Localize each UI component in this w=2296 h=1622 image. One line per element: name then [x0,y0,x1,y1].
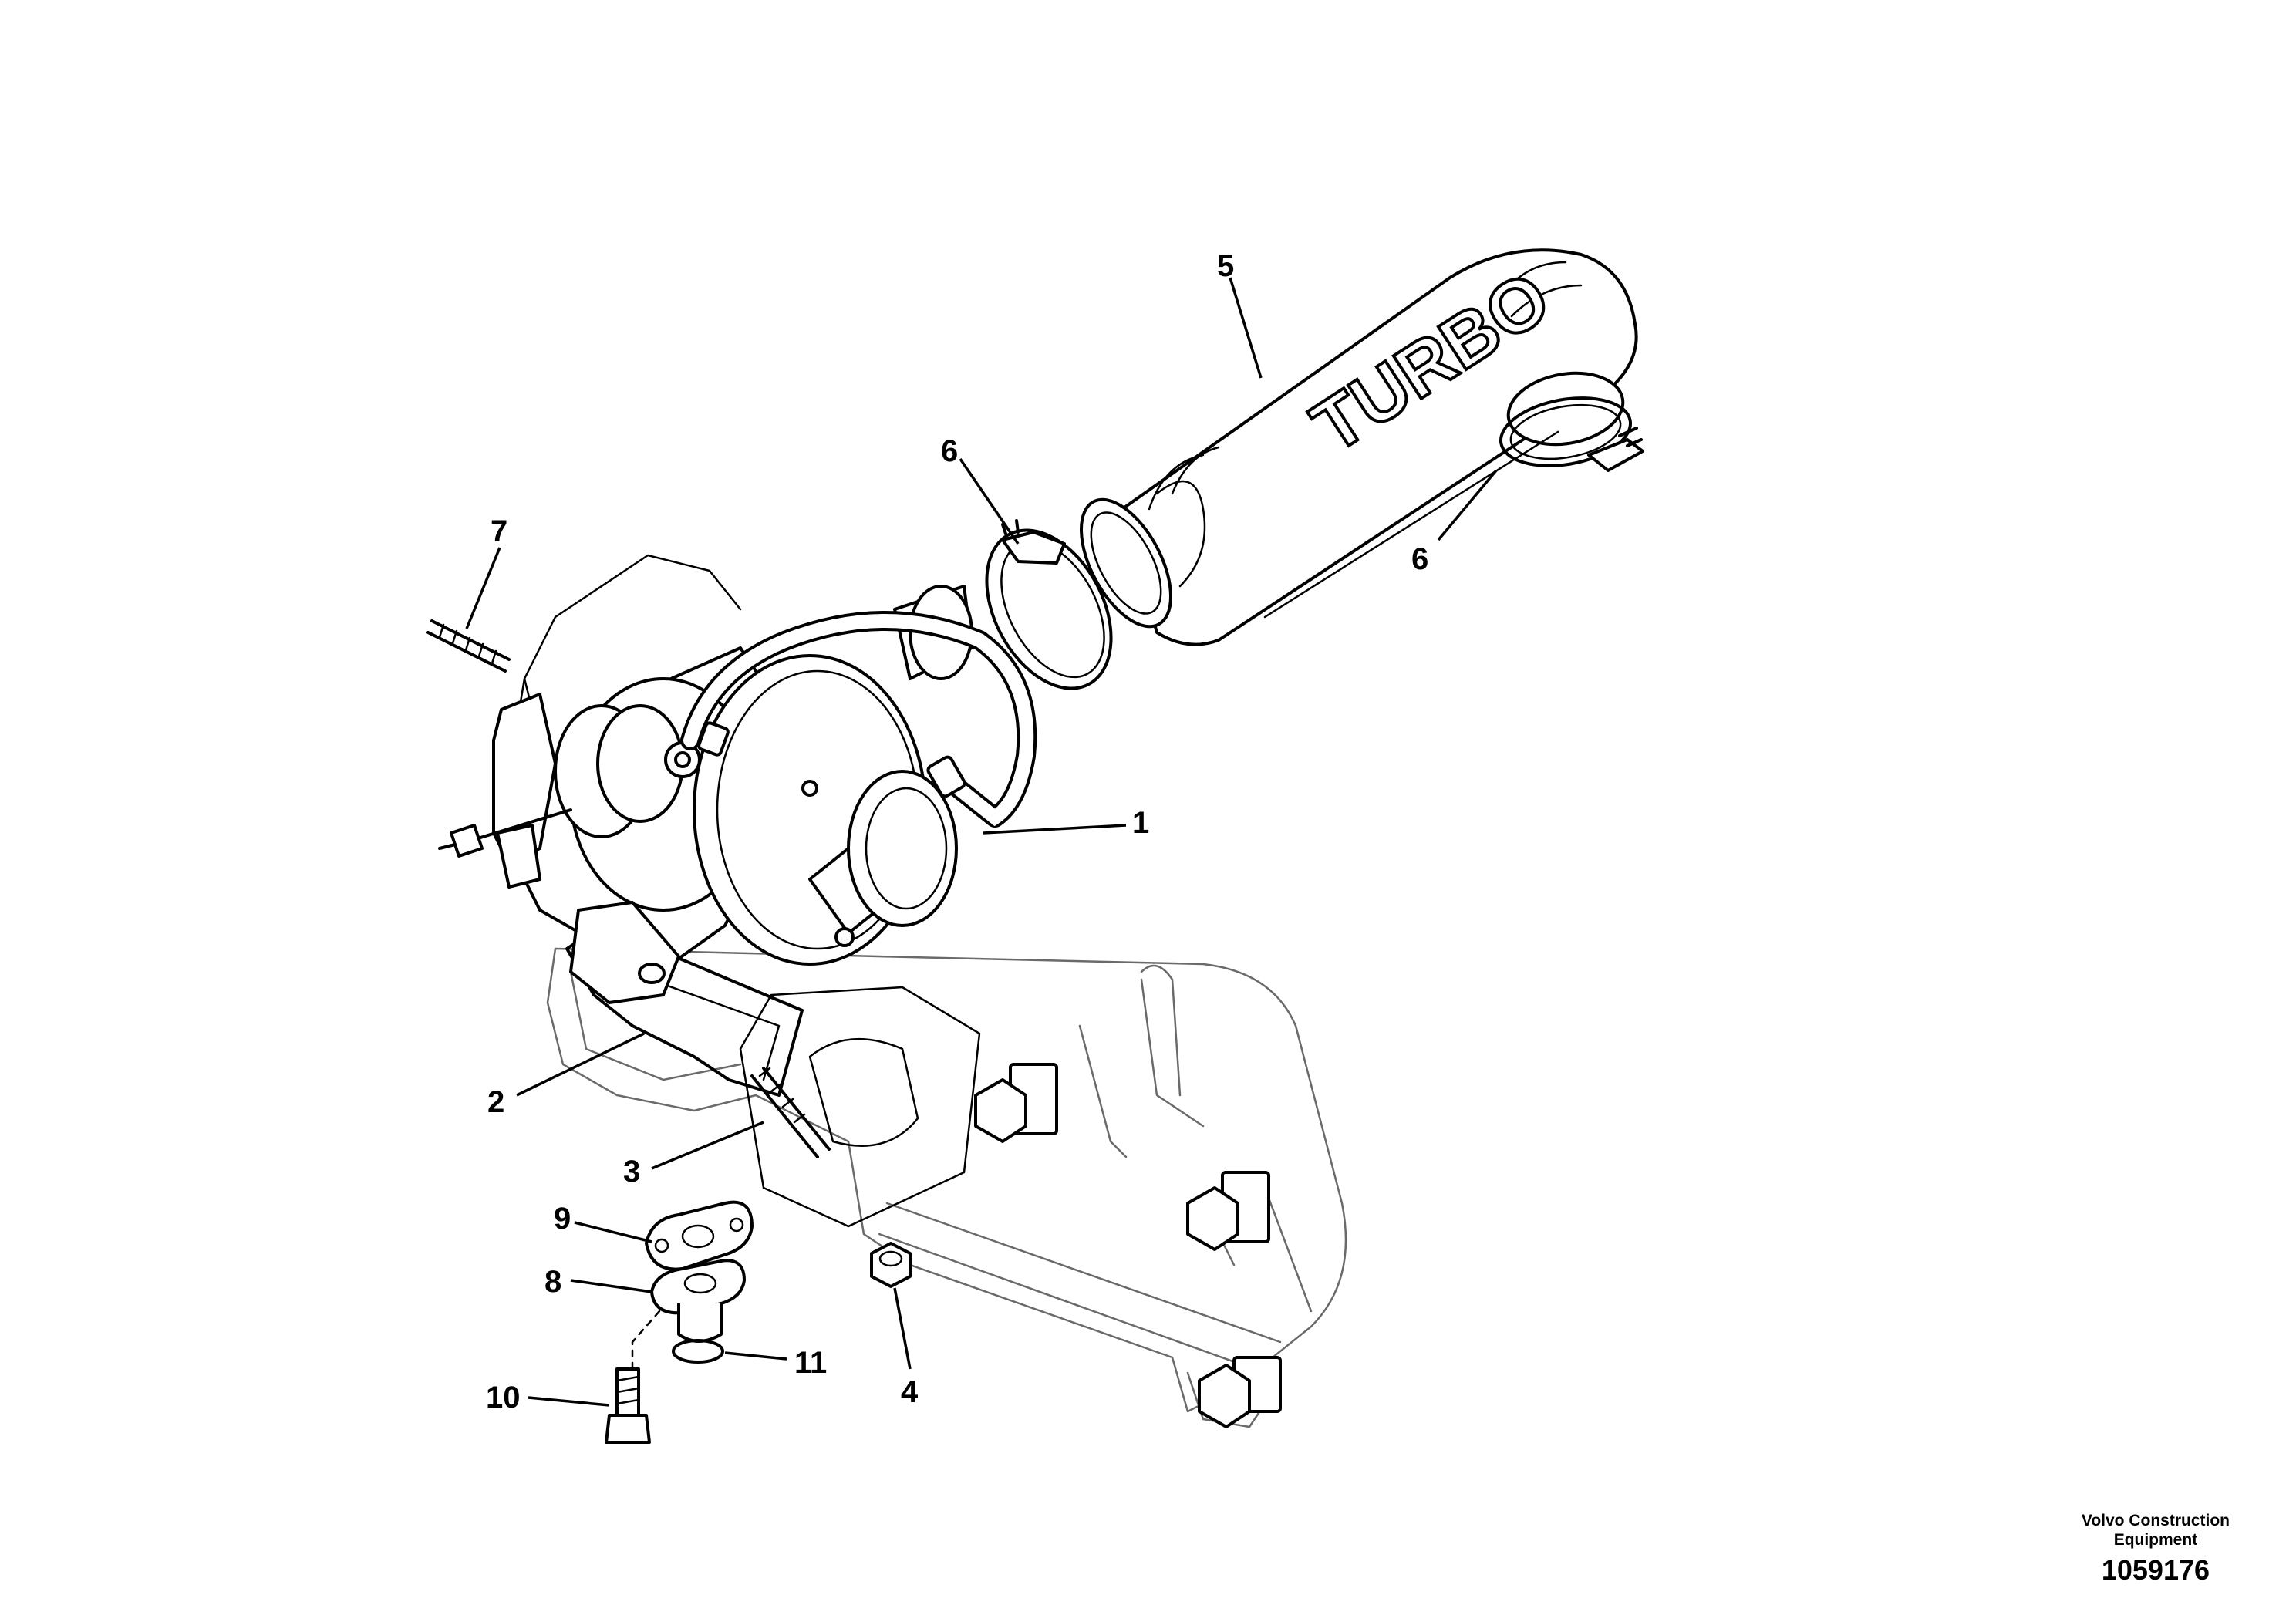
leader-lines [465,277,1498,1407]
leader-7 [465,547,501,629]
callout-2: 2 [487,1085,504,1119]
callout-10: 10 [486,1381,521,1415]
callout-8: 8 [544,1265,561,1299]
leader-10 [528,1396,610,1407]
callout-6b: 6 [1411,542,1428,576]
manifold-bolt-upper [974,1063,1058,1143]
intake-pipe: TURBO [1080,248,1638,646]
callout-7: 7 [491,514,507,548]
leader-2 [516,1032,645,1097]
leader-6b [1437,469,1498,541]
bolt-guide-line [631,1310,661,1374]
flange-nut [870,1242,912,1288]
leader-3 [651,1121,764,1170]
leader-11 [724,1351,787,1361]
bolt [605,1367,651,1444]
leader-4 [893,1287,912,1370]
figure-number: 1059176 [2101,1554,2210,1586]
manifold-flange [739,986,981,1228]
manifold-bolt-middle [1186,1171,1270,1251]
turbocharger [438,554,1037,1004]
company-name-line2: Equipment [2113,1531,2198,1549]
callout-4: 4 [901,1375,919,1409]
callout-6a: 6 [941,434,958,468]
manifold-bolt-lower [1198,1356,1282,1428]
leader-9 [574,1221,652,1243]
hose-clamp-right [1499,396,1644,472]
leader-6a [959,458,1020,545]
callout-9: 9 [554,1202,571,1236]
stud-manifold [750,1067,831,1158]
callout-11: 11 [794,1346,827,1380]
oil-return-flange [650,1259,746,1343]
callout-labels: 1 2 3 4 5 6 6 7 8 9 10 11 [486,249,1428,1415]
o-ring [672,1339,724,1364]
company-name-line1: Volvo Construction [2081,1512,2230,1529]
stud [426,619,511,673]
leader-8 [570,1279,652,1293]
oil-return-gasket [645,1200,754,1271]
callout-1: 1 [1132,806,1149,840]
leader-5 [1229,277,1263,379]
callout-3: 3 [623,1155,640,1189]
figure-caption: Volvo Construction Equipment 1059176 [2082,1511,2230,1587]
callout-5: 5 [1217,249,1234,283]
leader-1 [983,824,1127,835]
